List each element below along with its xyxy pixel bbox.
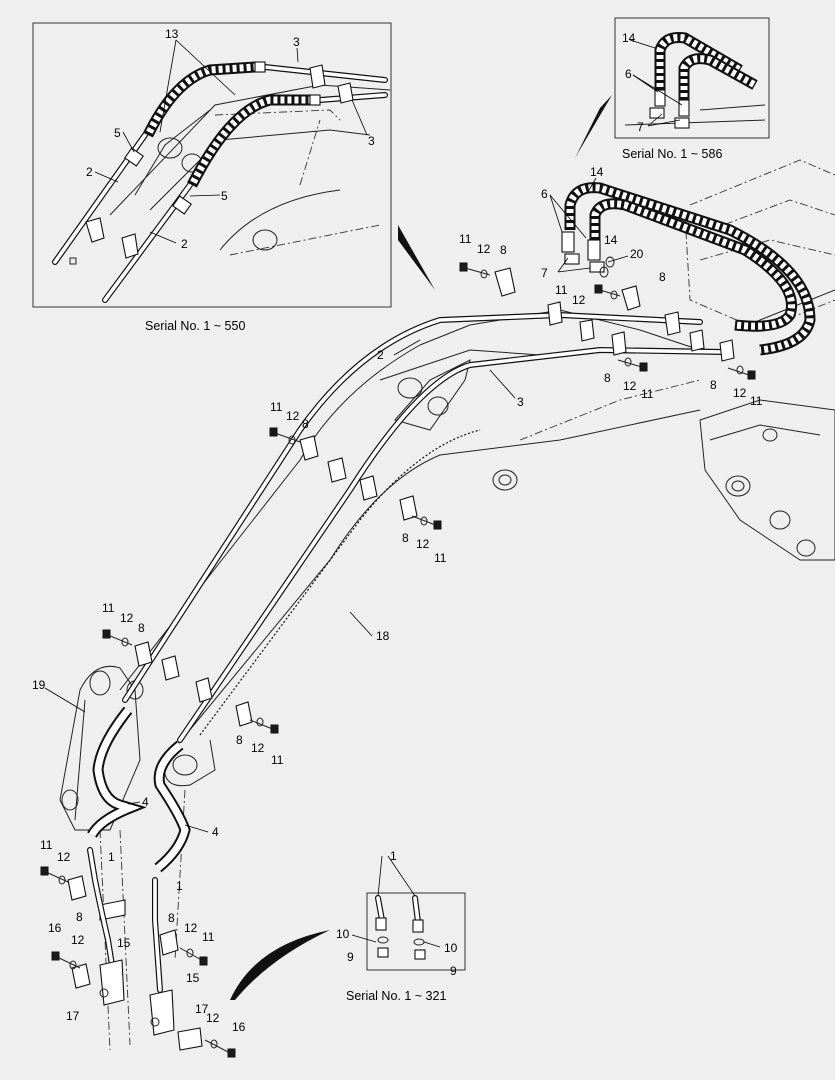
callout-6: 6 — [625, 67, 632, 81]
callout-8: 8 — [402, 531, 409, 545]
callout-4: 4 — [212, 825, 219, 839]
callout-20: 20 — [630, 247, 644, 261]
callout-2: 2 — [377, 348, 384, 362]
callout-11: 11 — [202, 930, 215, 944]
callout-1: 1 — [176, 879, 183, 893]
callout-8: 8 — [500, 243, 507, 257]
callout-3: 3 — [368, 134, 375, 148]
caption-inset-top-right: Serial No. 1 ~ 586 — [622, 147, 722, 161]
callout-8: 8 — [76, 910, 83, 924]
callout-14: 14 — [622, 31, 636, 45]
pipe-18 — [199, 429, 481, 736]
callout-8: 8 — [710, 378, 717, 392]
callout-5: 5 — [221, 189, 228, 203]
clamps-8 — [67, 267, 735, 1051]
caption-inset-bottom: Serial No. 1 ~ 321 — [346, 989, 446, 1003]
pipe-2 — [122, 312, 703, 703]
inset-top-right — [614, 17, 770, 139]
callout-7: 7 — [541, 266, 548, 280]
callout-11: 11 — [270, 400, 283, 414]
callout-8: 8 — [236, 733, 243, 747]
callout-10: 10 — [444, 941, 458, 955]
callout-9: 9 — [347, 950, 354, 964]
captions: Serial No. 1 ~ 550 Serial No. 1 ~ 586 Se… — [145, 147, 722, 1003]
callout-11: 11 — [750, 394, 763, 408]
callout-14: 14 — [590, 165, 604, 179]
callout-4: 4 — [142, 795, 149, 809]
callout-17: 17 — [195, 1002, 209, 1016]
callout-12: 12 — [416, 537, 430, 551]
callout-12: 12 — [623, 379, 637, 393]
hoses-4 — [87, 706, 191, 873]
callout-11: 11 — [271, 753, 284, 767]
callout-2: 2 — [181, 237, 188, 251]
fittings-main — [561, 231, 615, 278]
callout-11: 11 — [555, 283, 568, 297]
callout-2: 2 — [86, 165, 93, 179]
callout-12: 12 — [572, 293, 586, 307]
callout-13: 13 — [165, 27, 179, 41]
callout-8: 8 — [168, 911, 175, 925]
callout-14: 14 — [604, 233, 618, 247]
callout-15: 15 — [186, 971, 200, 985]
callout-11: 11 — [434, 551, 447, 565]
callout-6: 6 — [541, 187, 548, 201]
callout-8: 8 — [302, 417, 309, 431]
callout-8: 8 — [138, 621, 145, 635]
pipes-1 — [87, 847, 163, 993]
callout-3: 3 — [293, 35, 300, 49]
callout-1: 1 — [108, 850, 115, 864]
callout-19: 19 — [32, 678, 46, 692]
callout-12: 12 — [251, 741, 265, 755]
callout-1: 1 — [390, 849, 397, 863]
blocks-15 — [99, 959, 175, 1036]
callout-17: 17 — [66, 1009, 80, 1023]
callout-15: 15 — [117, 936, 131, 950]
callout-9: 9 — [450, 964, 457, 978]
callout-10: 10 — [336, 927, 350, 941]
callout-8: 8 — [659, 270, 666, 284]
pipe-3 — [177, 347, 728, 743]
callout-12: 12 — [71, 933, 85, 947]
callout-12: 12 — [477, 242, 491, 256]
callout-16: 16 — [232, 1020, 246, 1034]
bolts-11-12 — [40, 262, 756, 1058]
callout-11: 11 — [641, 387, 654, 401]
hose-14-main — [564, 182, 816, 356]
callout-12: 12 — [120, 611, 134, 625]
leader-lines — [44, 39, 683, 948]
callout-labels: 13 3 3 5 2 5 2 14 6 7 14 6 14 7 20 11 12… — [32, 27, 763, 1034]
callout-3: 3 — [517, 395, 524, 409]
callout-12: 12 — [184, 921, 198, 935]
callout-11: 11 — [459, 232, 472, 246]
caption-inset-top-left: Serial No. 1 ~ 550 — [145, 319, 245, 333]
pointer-wedges — [230, 95, 612, 1000]
callout-12: 12 — [733, 386, 747, 400]
callout-12: 12 — [57, 850, 71, 864]
callout-16: 16 — [48, 921, 62, 935]
callout-11: 11 — [40, 838, 53, 852]
inset-bottom — [366, 892, 466, 971]
callout-7: 7 — [637, 120, 644, 134]
callout-12: 12 — [286, 409, 300, 423]
callout-12: 12 — [206, 1011, 220, 1025]
callout-8: 8 — [604, 371, 611, 385]
callout-11: 11 — [102, 601, 115, 615]
callout-5: 5 — [114, 126, 121, 140]
boom-structure — [59, 159, 835, 1051]
callout-18: 18 — [376, 629, 390, 643]
